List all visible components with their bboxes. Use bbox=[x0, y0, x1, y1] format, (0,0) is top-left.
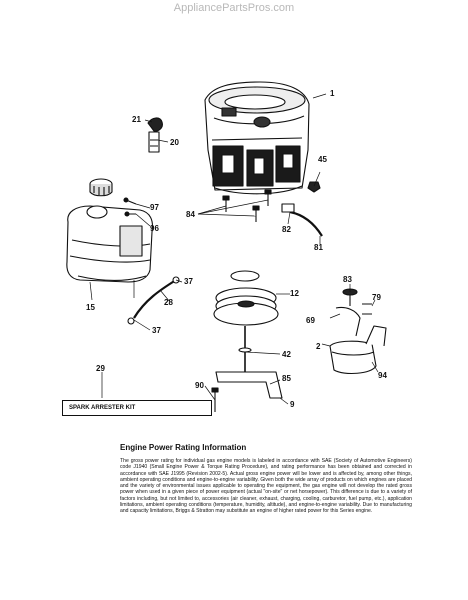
rear-bracket bbox=[215, 371, 283, 399]
callout-15: 15 bbox=[86, 303, 95, 312]
callout-84: 84 bbox=[186, 210, 195, 219]
callout-leaders bbox=[89, 93, 379, 405]
fuel-tank bbox=[66, 205, 154, 283]
spark-arrester-kit-box: SPARK ARRESTER KIT bbox=[62, 400, 212, 416]
fuel-cap bbox=[89, 178, 113, 197]
callout-numbers: 1 2 9 12 15 20 21 28 29 37 37 42 45 69 7… bbox=[86, 89, 387, 409]
callout-12: 12 bbox=[290, 289, 299, 298]
callout-96: 96 bbox=[150, 224, 159, 233]
callout-29: 29 bbox=[96, 364, 105, 373]
knob-assembly bbox=[147, 117, 163, 153]
muffler-assembly bbox=[329, 288, 387, 375]
engine-illustration bbox=[204, 81, 310, 195]
callout-85: 85 bbox=[282, 374, 291, 383]
callout-69: 69 bbox=[306, 316, 315, 325]
watermark: AppliancePartsPros.com bbox=[173, 2, 295, 14]
callout-42: 42 bbox=[282, 350, 291, 359]
fuel-line bbox=[133, 279, 177, 319]
callout-37-lower: 37 bbox=[152, 326, 161, 335]
callout-83: 83 bbox=[343, 275, 352, 284]
callout-1: 1 bbox=[330, 89, 335, 98]
exploded-parts-drawing: 1 2 9 12 15 20 21 28 29 37 37 42 45 69 7… bbox=[66, 81, 387, 412]
callout-37-upper: 37 bbox=[184, 277, 193, 286]
engine-power-info: Engine Power Rating Information The gros… bbox=[120, 443, 412, 515]
info-heading: Engine Power Rating Information bbox=[120, 443, 247, 452]
callout-9: 9 bbox=[290, 400, 295, 409]
throttle-cable bbox=[289, 210, 323, 237]
callout-79: 79 bbox=[372, 293, 381, 302]
callout-2: 2 bbox=[316, 342, 321, 351]
mounting-bolts bbox=[222, 189, 272, 222]
callout-94: 94 bbox=[378, 371, 387, 380]
callout-45: 45 bbox=[318, 155, 327, 164]
info-body: The gross power rating for individual ga… bbox=[120, 458, 412, 515]
callout-82: 82 bbox=[282, 225, 291, 234]
callout-81: 81 bbox=[314, 243, 323, 252]
callout-97: 97 bbox=[150, 203, 159, 212]
callout-28: 28 bbox=[164, 298, 173, 307]
callout-21: 21 bbox=[132, 115, 141, 124]
engine-pulley bbox=[213, 270, 279, 326]
callout-20: 20 bbox=[170, 138, 179, 147]
callout-90: 90 bbox=[195, 381, 204, 390]
